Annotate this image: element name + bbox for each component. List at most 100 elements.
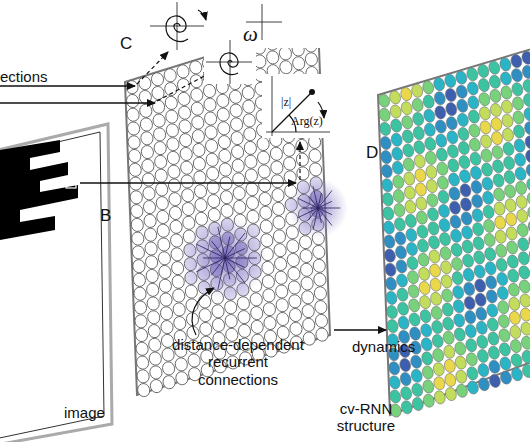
phase-unit [462,267,476,283]
phase-unit [440,288,454,304]
phase-unit [519,321,530,337]
phase-unit [463,309,477,325]
oscillator-unit [151,113,166,129]
phase-unit [381,206,395,222]
phase-unit [416,238,430,254]
phase-unit [454,369,468,385]
oscillator-unit [231,158,246,174]
phase-unit [444,386,458,402]
phase-unit [410,382,424,398]
oscillator-unit [155,209,170,225]
phase-unit [495,257,509,273]
connection-line [318,208,340,209]
phase-unit [447,172,461,188]
phase-unit [427,221,441,237]
oscillator-unit [288,321,303,337]
phase-unit [503,183,517,199]
oscillator-unit [144,254,159,270]
oscillator-unit [174,370,189,386]
oscillator-unit [282,156,297,172]
phase-unit [459,197,473,213]
phase-unit [456,126,470,142]
phase-unit [525,163,530,179]
phase-unit [464,337,478,353]
phase-unit [457,140,471,156]
phase-unit [474,292,488,308]
oscillator-unit [202,83,217,99]
oscillator-unit [135,355,150,371]
phase-unit [420,336,434,352]
phase-unit [463,295,477,311]
oscillator-unit [179,146,194,162]
oscillator-unit [178,132,193,148]
phase-unit [495,271,509,287]
oscillator-unit [157,264,172,280]
oscillator-unit [313,285,328,301]
oscillator-unit [304,51,319,67]
phase-unit [382,220,396,236]
phase-unit [452,298,466,314]
oscillator-unit [243,140,258,156]
phase-unit [401,143,415,159]
oscillator-unit [245,195,260,211]
phase-unit [482,204,496,220]
oscillator-unit [186,352,201,368]
phase-unit [383,248,397,264]
phase-unit [402,157,416,173]
connection-line [318,208,321,223]
phase-unit [506,268,520,284]
phase-unit [390,146,404,162]
oscillator-unit [124,79,139,95]
phase-unit [458,168,472,184]
phase-unit [508,310,522,326]
oscillator-unit [177,105,192,121]
oscillator-unit [314,313,329,329]
oscillator-unit [132,286,147,302]
oscillator-unit [172,315,187,331]
phase-unit [455,84,469,100]
phase-unit [460,225,474,241]
oscillator-unit [181,215,196,231]
oscillator-unit [245,209,260,225]
oscillator-unit [166,164,181,180]
phase-unit [444,87,458,103]
phase-unit [413,153,427,169]
oscillator-unit [146,295,161,311]
phase-unit [431,333,445,349]
phase-unit [512,124,526,140]
oscillator-unit [184,297,199,313]
phase-unit [521,64,530,80]
oscillator-unit [192,156,207,172]
oscillator-unit [275,297,290,313]
oscillator-unit [301,317,316,333]
phase-unit [494,229,508,245]
oscillator-unit [171,288,186,304]
phase-unit [393,216,407,232]
oscillator-unit [270,173,285,189]
phase-unit [507,282,521,298]
phase-unit [491,158,505,174]
phase-unit [523,120,530,136]
oscillator-unit [218,162,233,178]
oscillator-unit [217,134,232,150]
phase-unit [430,319,444,335]
oscillator-unit [171,274,186,290]
phase-unit [521,363,530,379]
oscillator-unit [155,195,170,211]
oscillator-unit [299,262,314,278]
oscillator-unit [204,138,219,154]
phase-unit [396,301,410,317]
oscillator-unit [165,136,180,152]
phase-unit [418,294,432,310]
phase-unit [502,155,516,171]
phase-unit [477,77,491,93]
connection-line [203,258,225,259]
oscillator-unit [285,238,300,254]
oscillator-unit [159,305,174,321]
oscillator-unit [126,120,141,136]
phase-unit [419,322,433,338]
connection-line [225,249,245,259]
oscillator-unit [210,303,225,319]
phase-unit [503,169,517,185]
oscillator-unit [313,299,328,315]
